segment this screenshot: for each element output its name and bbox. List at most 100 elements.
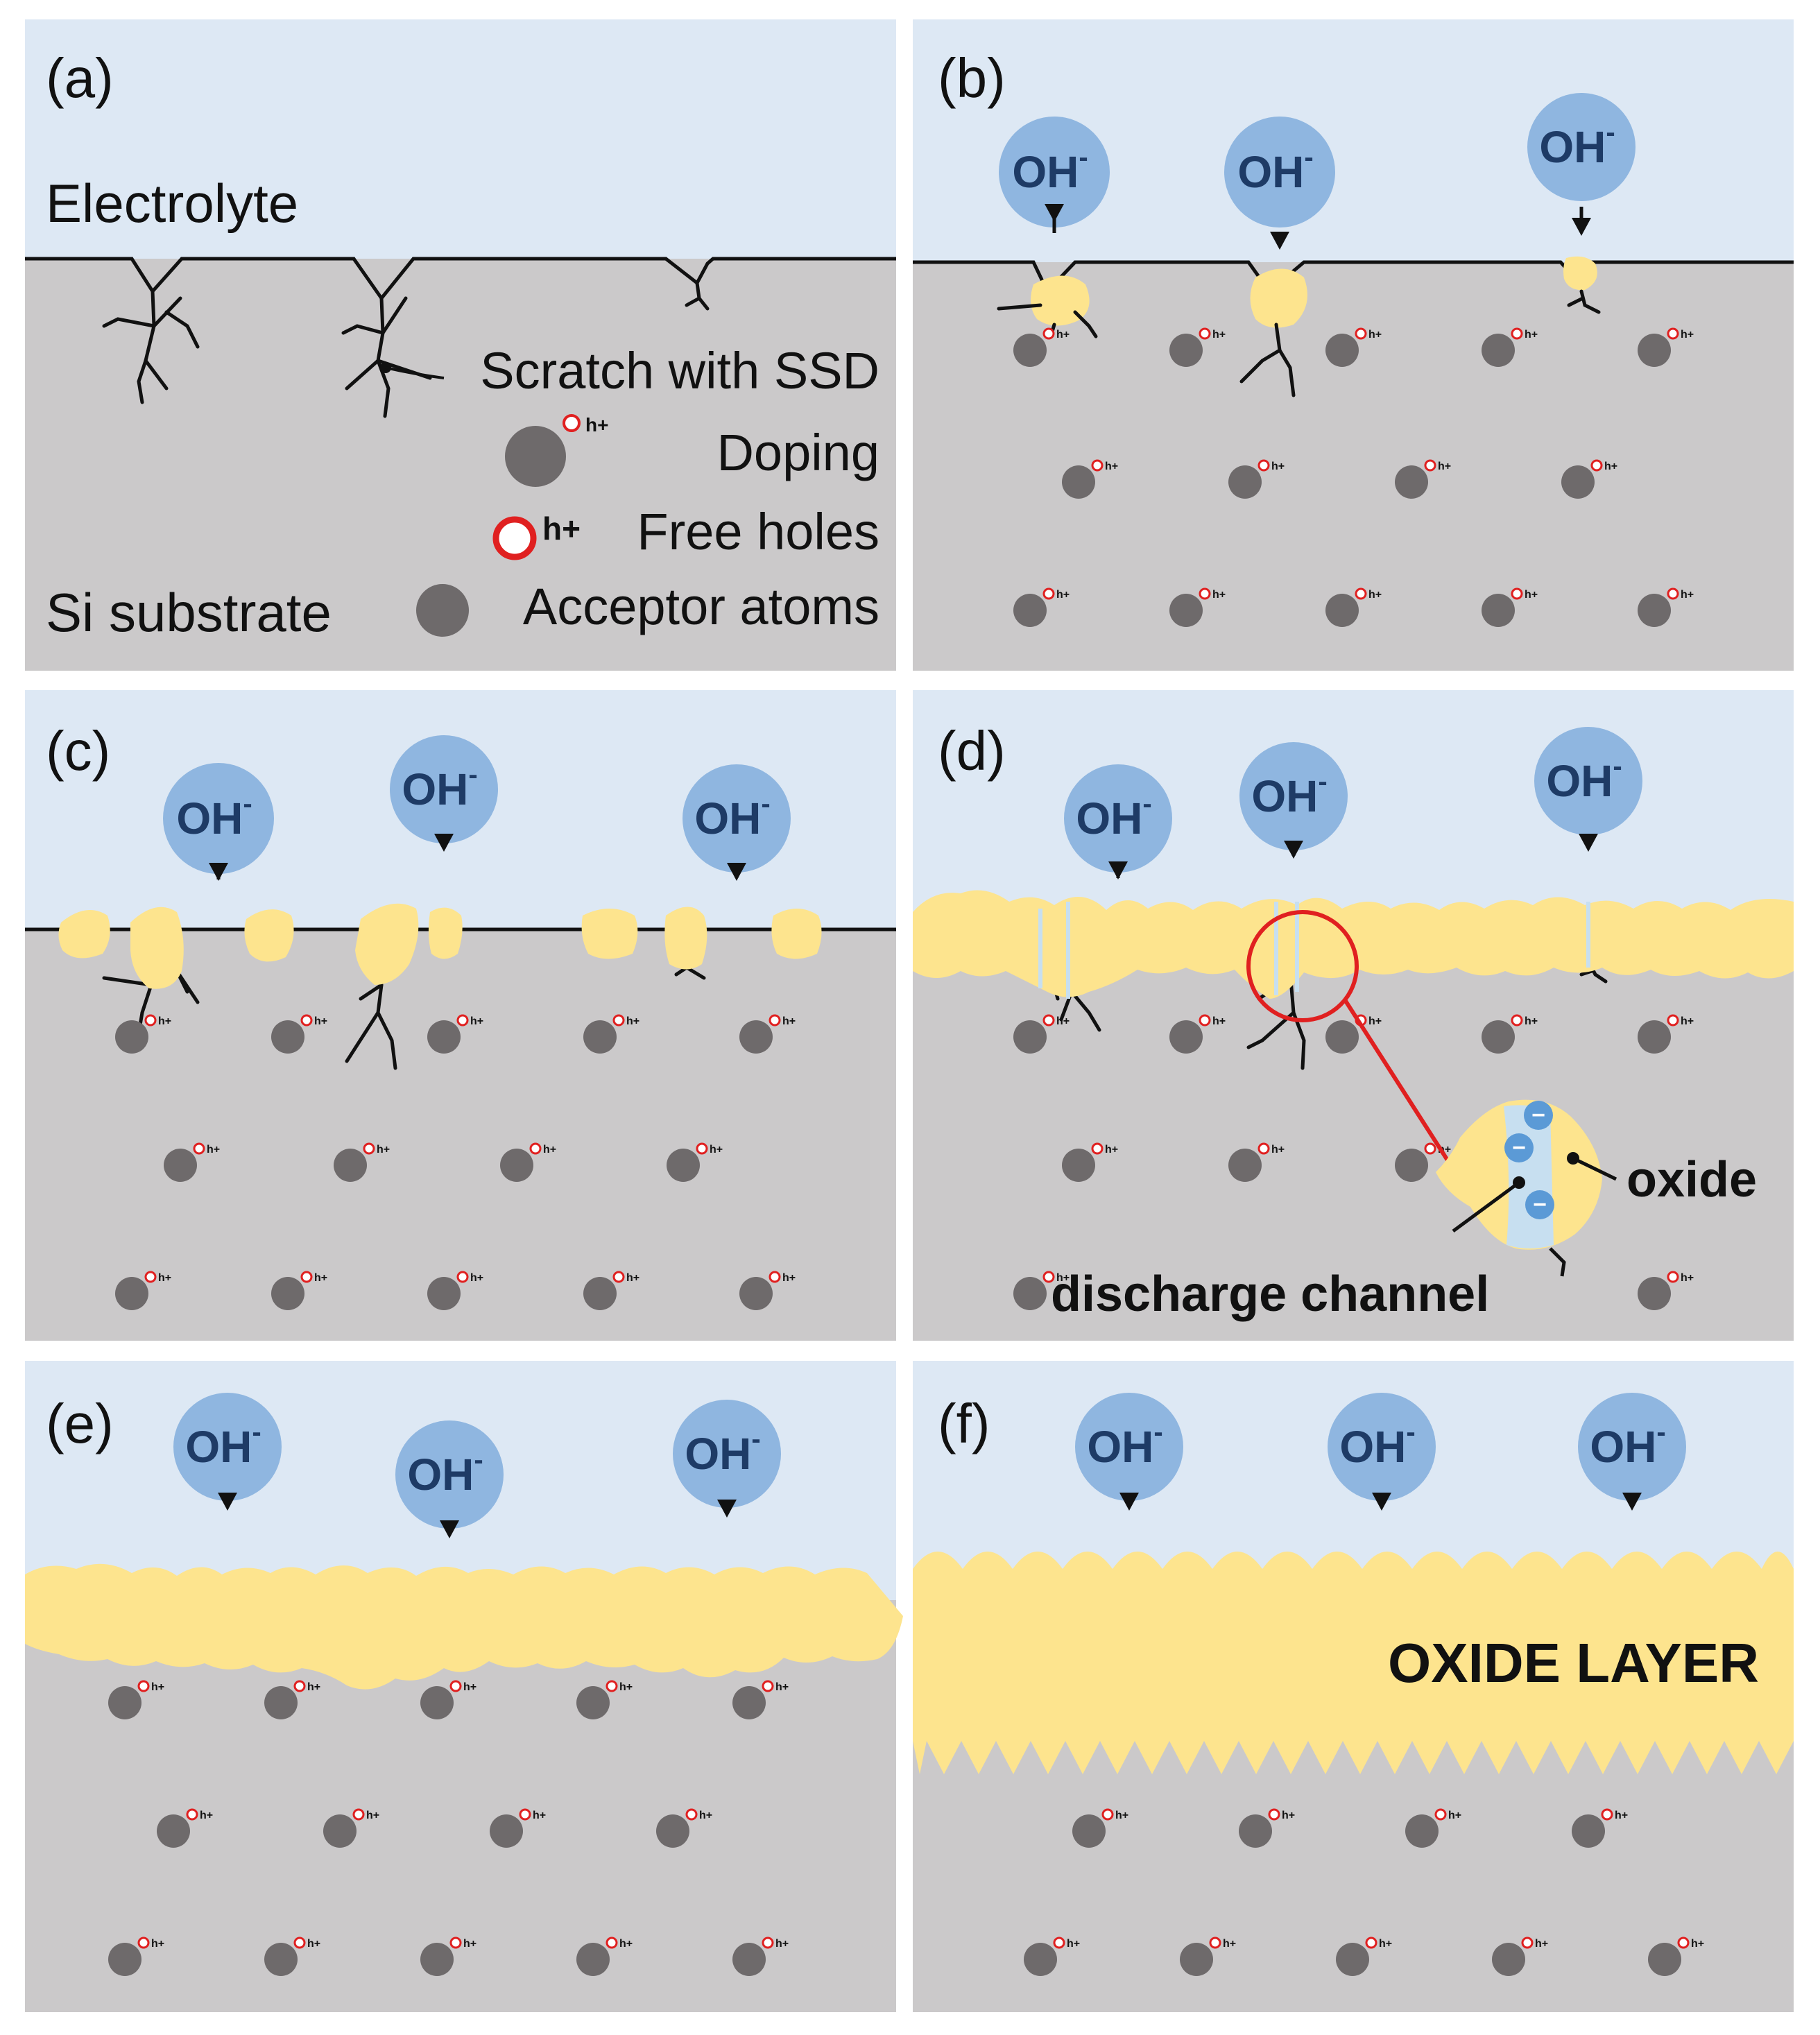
acceptor-atom	[157, 1814, 190, 1848]
hole-symbol: h+	[470, 1272, 483, 1284]
electron-symbol: −	[1533, 1192, 1547, 1218]
hole-symbol: h+	[366, 1810, 379, 1821]
free-hole	[1511, 327, 1523, 340]
panel-label-c: (c)	[46, 720, 110, 782]
ion-bubble	[673, 1400, 781, 1508]
hole-symbol: h+	[207, 1144, 220, 1156]
hole-symbol: h+	[1525, 589, 1538, 601]
hydroxide-ion: OH-	[999, 117, 1110, 233]
hole-symbol: h+	[1115, 1810, 1128, 1821]
free-hole	[1053, 1937, 1065, 1949]
panel-f: h+h+h+h+h+h+h+h+h+ OH-OH-OH- OXIDE LAYER…	[913, 1361, 1794, 2012]
acceptor-atom	[1180, 1943, 1213, 1976]
acceptor-atom	[576, 1943, 610, 1976]
acceptor-atom	[1228, 1149, 1262, 1182]
ion-bubble	[163, 763, 274, 874]
hole-symbol: h+	[1615, 1810, 1628, 1821]
acceptor-atom	[1325, 1020, 1359, 1054]
acceptor-atom	[1395, 465, 1428, 499]
arrow-head	[440, 1520, 459, 1538]
legend-holes-text: Free holes	[637, 503, 879, 560]
hole-symbol: h+	[1212, 329, 1226, 341]
panel-label-e: (e)	[46, 1393, 114, 1454]
arrow-head	[1119, 1493, 1139, 1511]
acceptor-atom	[490, 1814, 523, 1848]
free-hole	[612, 1014, 625, 1027]
hole-symbol: h+	[1212, 589, 1226, 601]
substrate-label: Si substrate	[46, 582, 332, 643]
hole-symbol: h+	[200, 1810, 213, 1821]
acceptor-atoms: h+h+h+h+h+h+h+h+h+h+h+h+h+h+	[1013, 327, 1694, 627]
acceptor-atom-with-hole: h+	[157, 1808, 213, 1848]
acceptor-atom	[1405, 1814, 1439, 1848]
hole-symbol: h+	[1223, 1938, 1236, 1950]
legend-doping-hole	[563, 414, 581, 432]
ion-label: OH-	[185, 1417, 261, 1472]
acceptor-atom-with-hole: h+	[1013, 327, 1070, 367]
acceptor-atom	[1169, 1020, 1203, 1054]
acceptor-atom	[115, 1020, 148, 1054]
ion-label: OH-	[685, 1424, 760, 1479]
free-hole	[300, 1014, 313, 1027]
acceptor-atom-with-hole: h+	[667, 1142, 723, 1182]
panel-b: h+h+h+h+h+h+h+h+h+h+h+h+h+h+ OH-OH-OH- (…	[913, 19, 1794, 671]
legend-scratch-text: Scratch with SSD	[480, 342, 879, 400]
oxide-layer-thick	[25, 1563, 903, 1690]
panel-label-a: (a)	[46, 47, 114, 109]
panel-e: h+h+h+h+h+h+h+h+h+h+h+h+h+h+ OH-OH-OH- (…	[25, 1361, 903, 2012]
hydroxide-ion: OH-	[1224, 117, 1335, 250]
acceptor-atom-with-hole: h+	[1228, 1142, 1285, 1182]
hydroxide-ions: OH-OH-OH-	[173, 1393, 781, 1538]
oxide-layer-label: OXIDE LAYER	[1388, 1632, 1759, 1694]
acceptor-atom	[732, 1686, 766, 1719]
acceptor-atom-with-hole: h+	[115, 1271, 171, 1310]
acceptor-atom-with-hole: h+	[108, 1680, 164, 1719]
free-hole	[612, 1271, 625, 1283]
hole-symbol: h+	[626, 1272, 639, 1284]
acceptor-atom	[583, 1020, 617, 1054]
hole-symbol: h+	[1691, 1938, 1704, 1950]
acceptor-atom-with-hole: h+	[739, 1271, 796, 1310]
acceptor-atom	[264, 1943, 298, 1976]
hydroxide-ion: OH-	[1527, 93, 1636, 236]
hole-symbol: h+	[1056, 589, 1070, 601]
acceptor-atom-with-hole: h+	[1062, 1142, 1118, 1182]
acceptor-atom	[334, 1149, 367, 1182]
ion-bubble	[173, 1393, 282, 1501]
ion-bubble	[1578, 1393, 1686, 1501]
hydroxide-ion: OH-	[1064, 764, 1172, 879]
acceptor-atom-with-hole: h+	[1648, 1937, 1704, 1976]
acceptor-atom-with-hole: h+	[1228, 459, 1285, 499]
acceptor-atom	[271, 1020, 304, 1054]
hole-symbol: h+	[158, 1015, 171, 1027]
electrolyte-label: Electrolyte	[46, 173, 298, 234]
ion-label: OH-	[694, 789, 770, 843]
ion-bubble	[682, 764, 791, 873]
acceptor-atom	[1336, 1943, 1369, 1976]
oxide-label: oxide	[1626, 1152, 1757, 1208]
hole-symbol: h+	[158, 1272, 171, 1284]
arrow-head	[1622, 1493, 1642, 1511]
hole-symbol: h+	[619, 1938, 633, 1950]
free-hole	[1601, 1808, 1613, 1821]
free-hole	[762, 1680, 774, 1692]
free-hole	[1677, 1937, 1690, 1949]
arrow-head	[209, 863, 228, 881]
acceptor-atom-with-hole: h+	[1572, 1808, 1628, 1848]
ion-bubble	[1064, 764, 1172, 873]
ion-bubble	[395, 1420, 504, 1529]
free-hole	[1355, 327, 1367, 340]
acceptor-atom	[1648, 1943, 1681, 1976]
acceptor-atom	[1638, 594, 1671, 627]
ion-label: OH-	[176, 789, 252, 843]
arrow-head	[727, 863, 746, 881]
free-hole	[1521, 1937, 1534, 1949]
discharge-channel-label: discharge channel	[1051, 1266, 1489, 1322]
ion-bubble	[390, 735, 498, 843]
acceptor-atom	[1482, 334, 1515, 367]
acceptor-atom-with-hole: h+	[583, 1271, 639, 1310]
crack-3	[685, 281, 710, 311]
oxide-islands	[58, 903, 822, 989]
acceptor-atom	[1325, 594, 1359, 627]
free-hole	[1199, 587, 1211, 600]
